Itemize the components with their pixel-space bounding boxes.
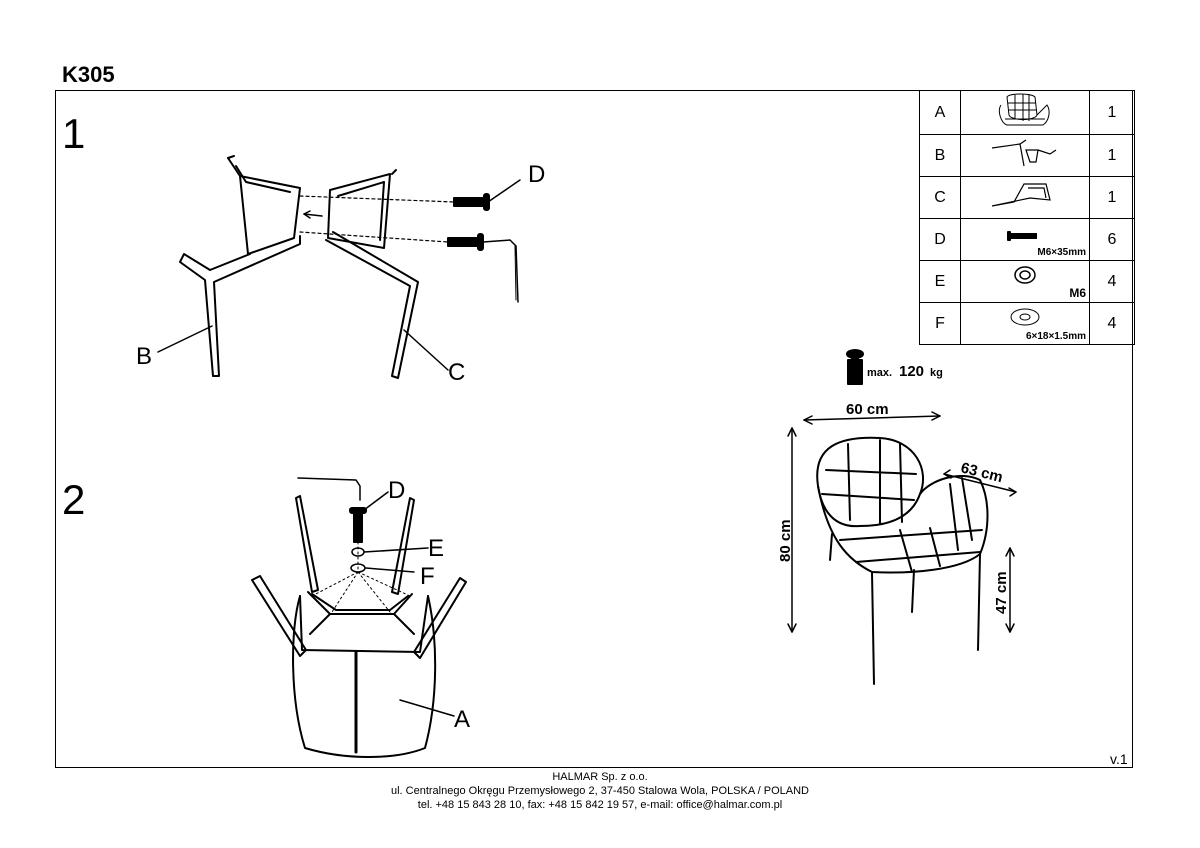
weight-icon — [846, 349, 864, 385]
dimension-height: 80 cm — [777, 519, 794, 562]
load-value: 120 — [899, 363, 924, 380]
footer-company: HALMAR Sp. z o.o. — [552, 771, 648, 783]
part-code: E — [919, 260, 961, 303]
part-quantity: 1 — [1089, 90, 1135, 135]
part-quantity: 4 — [1089, 302, 1135, 345]
footer: HALMAR Sp. z o.o. ul. Centralnego Okręgu… — [0, 770, 1200, 812]
part-picture — [960, 90, 1090, 135]
parts-row: A 1 — [919, 90, 1135, 135]
spring-washer-icon — [1014, 266, 1036, 284]
frame-c-drawing — [325, 169, 419, 379]
footer-address: ul. Centralnego Okręgu Przemysłowego 2, … — [390, 785, 809, 797]
instruction-frame — [55, 90, 1133, 768]
part-quantity: 4 — [1089, 260, 1135, 303]
parts-row: F 6×18×1.5mm 4 — [919, 302, 1135, 345]
version-label: v.1 — [1110, 751, 1128, 767]
leg-frame-c-icon — [991, 183, 1051, 207]
part-quantity: 1 — [1089, 176, 1135, 219]
leg-frame-b-icon — [991, 139, 1057, 167]
dimension-seat-height: 47 cm — [993, 571, 1010, 614]
part-spec: 6×18×1.5mm — [1025, 331, 1086, 342]
callout-b: B — [136, 343, 152, 370]
part-picture: M6 — [960, 260, 1090, 303]
bolt-d-step1 — [453, 193, 490, 211]
chair-upside-down — [251, 495, 467, 758]
part-picture — [960, 134, 1090, 177]
part-code: A — [919, 90, 961, 135]
part-picture: M6×35mm — [960, 218, 1090, 261]
callout-a: A — [454, 706, 470, 733]
callout-c: C — [448, 359, 465, 386]
part-spec: M6×35mm — [1037, 247, 1086, 258]
step-number-1: 1 — [62, 110, 86, 157]
parts-list-table: A 1 B 1 C — [919, 90, 1135, 345]
part-code: D — [919, 218, 961, 261]
frame-b-drawing — [179, 155, 301, 377]
bolt-icon — [1007, 230, 1037, 241]
chair-seat-icon — [998, 93, 1050, 126]
part-code: F — [919, 302, 961, 345]
callout-d-step1: D — [528, 161, 545, 188]
parts-row: B 1 — [919, 134, 1135, 177]
parts-row: E M6 4 — [919, 260, 1135, 303]
load-prefix: max. — [867, 367, 892, 379]
parts-row: D M6×35mm 6 — [919, 218, 1135, 261]
dimension-width: 60 cm — [846, 401, 889, 418]
bolt-d-step2 — [353, 511, 363, 543]
footer-contact: tel. +48 15 843 28 10, fax: +48 15 842 1… — [417, 799, 783, 811]
part-code: C — [919, 176, 961, 219]
flat-washer-f — [350, 563, 366, 573]
load-unit: kg — [930, 367, 943, 379]
bolt-d-step1-second — [447, 233, 484, 251]
part-code: B — [919, 134, 961, 177]
step-number-2: 2 — [62, 476, 86, 523]
part-picture — [960, 176, 1090, 219]
part-quantity: 6 — [1089, 218, 1135, 261]
dimension-chair-drawing — [816, 436, 989, 685]
callout-e: E — [428, 535, 444, 562]
parts-row: C 1 — [919, 176, 1135, 219]
part-spec: M6 — [1069, 286, 1086, 300]
page-title: K305 — [62, 62, 115, 87]
part-quantity: 1 — [1089, 134, 1135, 177]
callout-f: F — [420, 563, 435, 590]
flat-washer-icon — [1010, 308, 1040, 325]
part-picture: 6×18×1.5mm — [960, 302, 1090, 345]
callout-d-step2: D — [388, 477, 405, 504]
